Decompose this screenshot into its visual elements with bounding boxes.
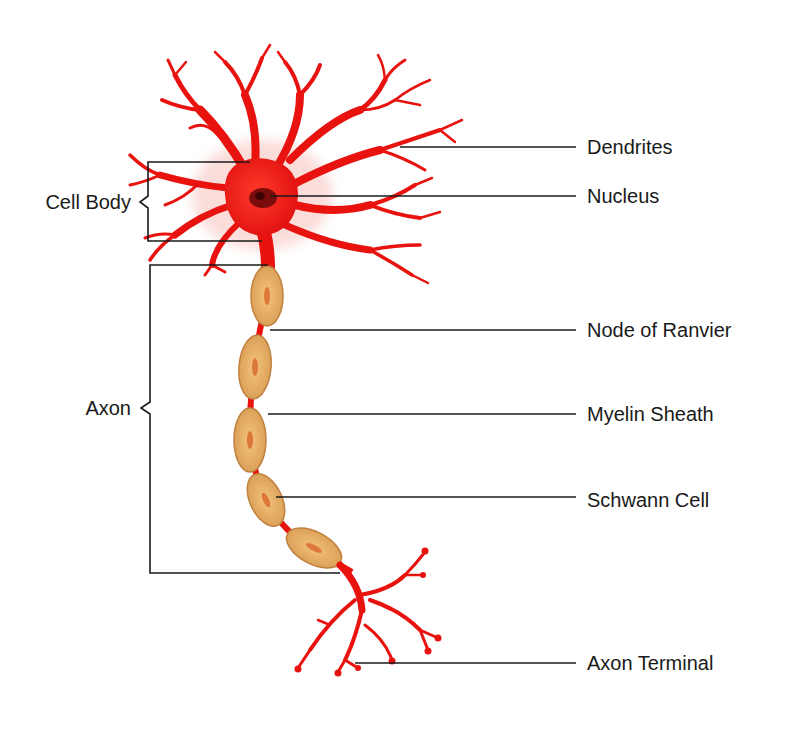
part-label: Myelin Sheath [587,402,714,426]
nucleolus-drawing [255,192,265,200]
myelin-segments [234,266,348,576]
part-label: Schwann Cell [587,488,709,512]
part-label: Axon Terminal [587,651,713,675]
cell-body-drawing [225,158,298,236]
terminal-buttons [295,548,442,677]
part-label: Dendrites [587,135,673,159]
brackets [140,162,340,573]
axon-core [250,262,352,572]
leader-lines [268,147,576,663]
nucleus-drawing [249,188,277,208]
part-label: Cell Body [45,190,131,214]
dendrites-drawing [130,45,462,283]
part-label: Axon [85,396,131,420]
part-label: Nucleus [587,184,659,208]
axon-terminal-drawing [298,552,438,672]
schwann-nuclei [247,287,323,555]
part-label: Node of Ranvier [587,318,732,342]
